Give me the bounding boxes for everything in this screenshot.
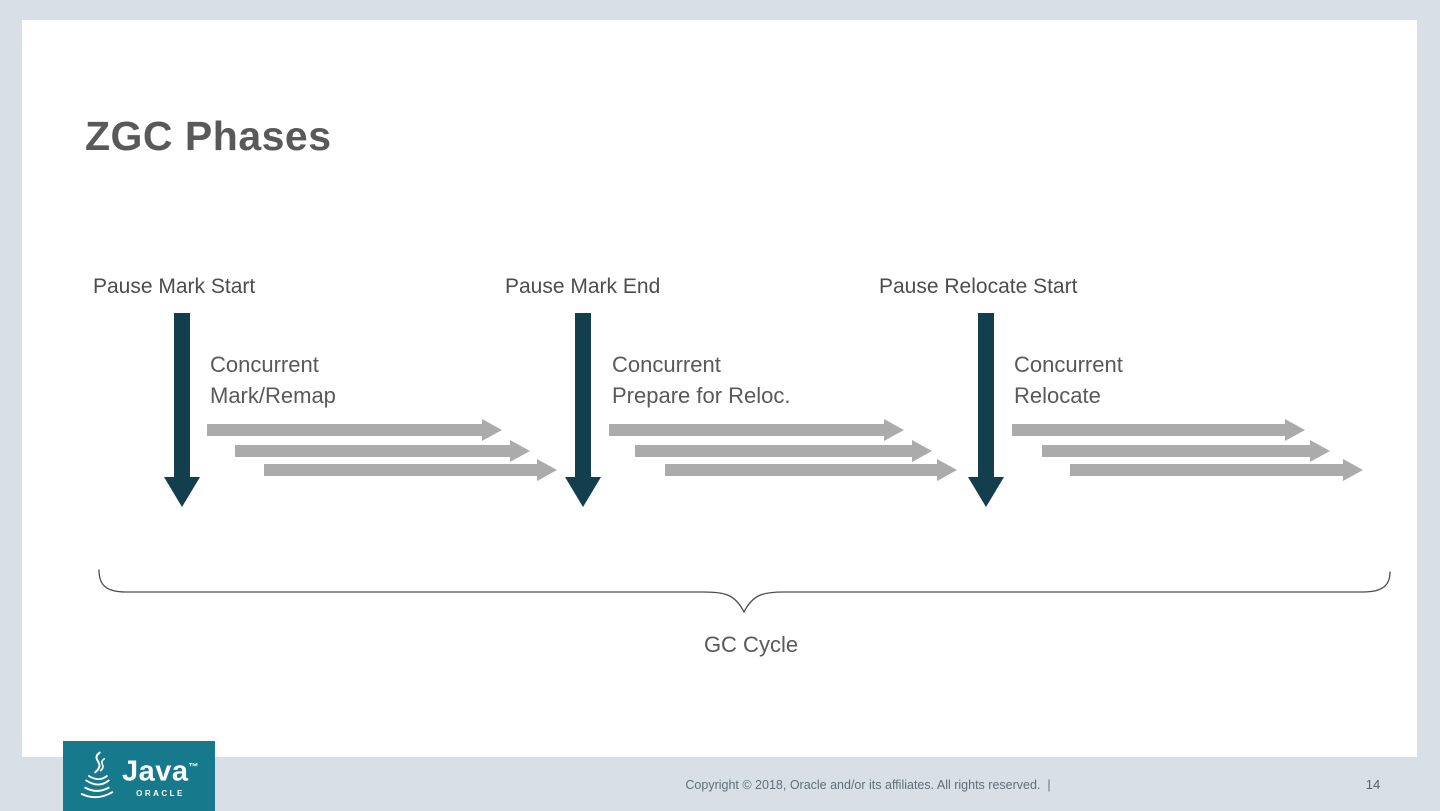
java-cup-icon <box>80 751 114 799</box>
pause-mark-end-label: Pause Mark End <box>505 275 661 298</box>
pause-mark-start-label: Pause Mark Start <box>93 275 256 298</box>
right-arrow-icon <box>665 459 957 481</box>
concurrent-mark-remap-label: Concurrent Mark/Remap <box>210 349 336 411</box>
down-arrow-shaft <box>174 313 190 477</box>
concurrent-label-line2: Prepare for Reloc. <box>612 383 791 408</box>
page-title: ZGC Phases <box>85 113 332 159</box>
concurrent-label-line2: Relocate <box>1014 383 1101 408</box>
down-arrow-icon <box>565 313 601 507</box>
gc-cycle-label: GC Cycle <box>703 632 799 657</box>
concurrent-label-line1: Concurrent <box>1014 352 1123 377</box>
java-oracle-logo: Java™ ORACLE <box>63 741 215 811</box>
oracle-wordmark: ORACLE <box>136 788 185 798</box>
concurrent-relocate-label: Concurrent Relocate <box>1014 349 1123 411</box>
down-arrow-head <box>565 477 601 507</box>
down-arrow-shaft <box>978 313 994 477</box>
down-arrow-head <box>968 477 1004 507</box>
right-arrow-icon <box>264 459 557 481</box>
right-arrow-icon <box>1070 459 1363 481</box>
right-arrow-icon <box>207 419 502 441</box>
right-arrow-icon <box>635 440 932 462</box>
down-arrow-head <box>164 477 200 507</box>
down-arrow-shaft <box>575 313 591 477</box>
right-arrow-icon <box>1042 440 1330 462</box>
page-number: 14 <box>1365 777 1381 792</box>
curly-brace-icon <box>98 569 1391 614</box>
down-arrow-icon <box>968 313 1004 507</box>
concurrent-label-line1: Concurrent <box>210 352 319 377</box>
java-wordmark: Java™ <box>121 755 199 788</box>
trademark-symbol: ™ <box>188 762 199 774</box>
concurrent-label-line1: Concurrent <box>612 352 721 377</box>
right-arrow-icon <box>1012 419 1305 441</box>
down-arrow-icon <box>164 313 200 507</box>
concurrent-prepare-reloc-label: Concurrent Prepare for Reloc. <box>612 349 791 411</box>
logo-text: Java™ ORACLE <box>122 754 199 798</box>
right-arrow-icon <box>609 419 904 441</box>
pause-relocate-start-label: Pause Relocate Start <box>879 275 1078 298</box>
right-arrow-icon <box>235 440 530 462</box>
copyright-text: Copyright © 2018, Oracle and/or its affi… <box>685 778 1051 792</box>
concurrent-label-line2: Mark/Remap <box>210 383 336 408</box>
slide-canvas: ZGC Phases Pause Mark Start Pause Mark E… <box>22 20 1417 757</box>
